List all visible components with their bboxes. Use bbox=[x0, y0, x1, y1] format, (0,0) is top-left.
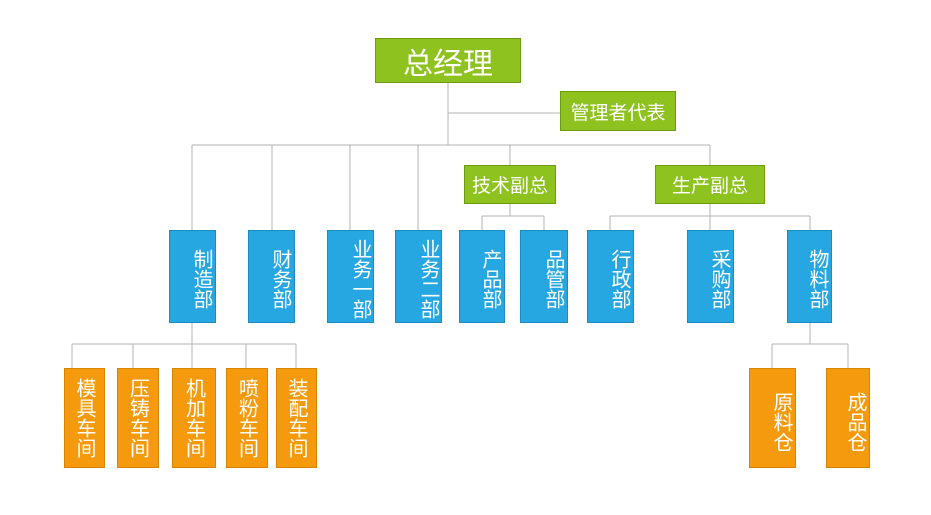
node-management-rep: 管理者代表 bbox=[560, 91, 676, 131]
node-quality-dept: 品管部 bbox=[520, 230, 568, 323]
node-tech-vp: 技术副总 bbox=[464, 165, 556, 204]
node-manufacturing-dept: 制造部 bbox=[169, 230, 216, 323]
node-business-dept-1: 业务一部 bbox=[327, 230, 374, 323]
node-mold-workshop: 模具车间 bbox=[64, 368, 105, 468]
node-raw-material-warehouse: 原料仓 bbox=[749, 368, 796, 468]
node-powder-coating-workshop: 喷粉车间 bbox=[226, 368, 268, 468]
node-general-manager: 总经理 bbox=[375, 38, 521, 83]
node-purchasing-dept: 采购部 bbox=[687, 230, 734, 323]
node-die-casting-workshop: 压铸车间 bbox=[117, 368, 159, 468]
node-machining-workshop: 机加车间 bbox=[172, 368, 216, 468]
node-business-dept-2: 业务二部 bbox=[395, 230, 442, 323]
node-admin-dept: 行政部 bbox=[587, 230, 634, 323]
node-product-dept: 产品部 bbox=[459, 230, 505, 323]
node-materials-dept: 物料部 bbox=[787, 230, 832, 323]
node-finance-dept: 财务部 bbox=[248, 230, 295, 323]
node-assembly-workshop: 装配车间 bbox=[276, 368, 317, 468]
node-finished-goods-warehouse: 成品仓 bbox=[826, 368, 870, 468]
node-production-vp: 生产副总 bbox=[655, 165, 765, 204]
